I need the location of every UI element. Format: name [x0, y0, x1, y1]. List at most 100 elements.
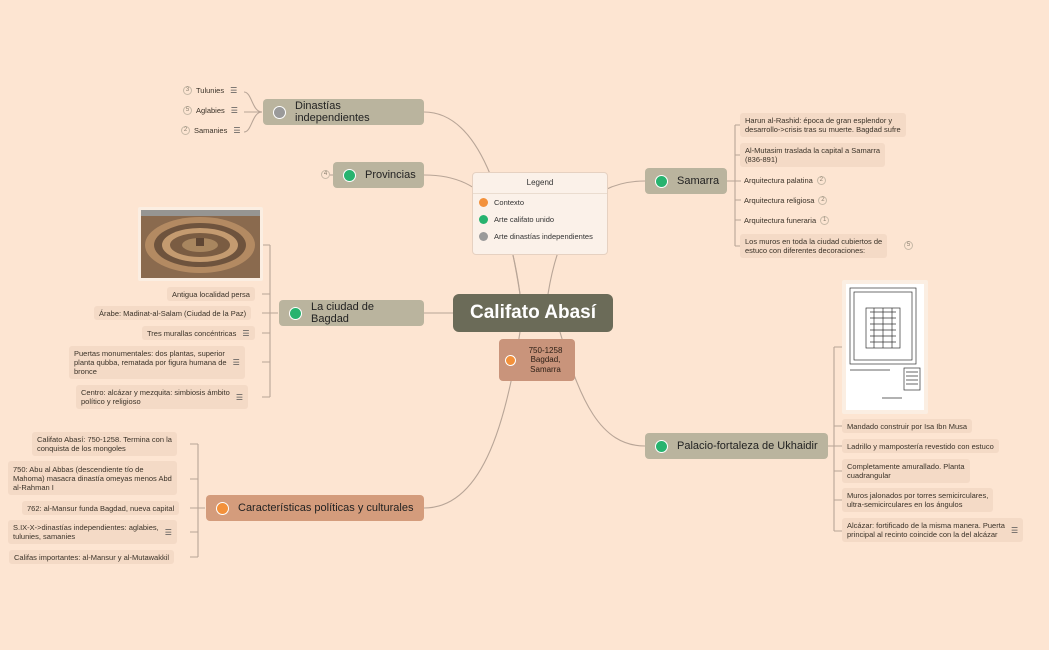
notes-icon[interactable]: ☰ [164, 527, 172, 537]
leaf-dinastias-independientes[interactable]: S.IX-X->dinastías independientes: aglabi… [8, 520, 177, 544]
leaf-ladrillo[interactable]: Ladrillo y mampostería revestido con est… [842, 439, 999, 453]
collapsed-count-badge[interactable]: 4 [321, 170, 330, 179]
green-dot-icon [655, 174, 668, 188]
leaf-califato-abasi[interactable]: Califato Abasí: 750-1258. Termina con la… [32, 432, 177, 456]
leaf-al-mansur-funda[interactable]: 762: al-Mansur funda Bagdad, nueva capit… [22, 501, 180, 515]
legend-label: Contexto [494, 198, 525, 207]
notes-icon[interactable]: ☰ [242, 328, 250, 338]
legend-item-contexto: Contexto [473, 194, 607, 211]
green-dot-icon [655, 439, 668, 453]
leaf-muros-estuco[interactable]: Los muros en toda la ciudad cubiertos de… [740, 234, 888, 258]
central-topic[interactable]: Califato Abasí [453, 294, 613, 332]
green-dot-icon [479, 215, 488, 224]
date-place-text: 750-1258 Bagdad, Samarra [528, 346, 563, 374]
leaf-al-mutasim[interactable]: Al-Mutasim traslada la capital a Samarra… [740, 143, 886, 167]
leaf-puertas-monumentales[interactable]: Puertas monumentales: dos plantas, super… [69, 346, 245, 379]
leaf-label: Los muros en toda la ciudad cubiertos de… [745, 237, 883, 255]
leaf-samanies[interactable]: 2 Samanies ☰ [181, 126, 241, 135]
leaf-label: Alcázar: fortificado de la misma manera.… [847, 521, 1005, 539]
leaf-madinat-al-salam[interactable]: Árabe: Madinat-al-Salam (Ciudad de la Pa… [94, 306, 252, 320]
leaf-aglabies[interactable]: 5 Aglabies ☰ [183, 106, 238, 115]
branch-provincias[interactable]: Provincias [333, 162, 424, 188]
leaf-label: Tres murallas concéntricas [147, 328, 237, 338]
leaf-centro-alcazar[interactable]: Centro: alcázar y mezquita: simbiosis ám… [76, 385, 248, 409]
leaf-label: Arquitectura palatina [744, 176, 813, 185]
legend-item-arte-dinastias: Arte dinastías independientes [473, 228, 607, 245]
notes-icon[interactable]: ☰ [230, 86, 238, 95]
collapsed-count-badge[interactable]: 1 [820, 216, 830, 225]
legend-title: Legend [473, 173, 607, 194]
leaf-torres[interactable]: Muros jalonados por torres semicirculare… [842, 488, 994, 512]
context-dot-icon [505, 354, 516, 366]
branch-dinastias[interactable]: Dinastías independientes [263, 99, 424, 125]
notes-icon[interactable]: ☰ [1010, 525, 1019, 535]
branch-label: La ciudad de Bagdad [311, 301, 374, 325]
branch-ukhaidir[interactable]: Palacio-fortaleza de Ukhaidir [645, 433, 828, 459]
collapsed-count-badge[interactable]: 5 [904, 241, 913, 250]
central-title: Califato Abasí [470, 302, 596, 323]
leaf-label: Centro: alcázar y mezquita: simbiosis ám… [81, 388, 230, 406]
collapsed-count-badge[interactable]: 2 [818, 196, 828, 205]
collapsed-count-badge[interactable]: 5 [183, 106, 192, 115]
branch-caracteristicas[interactable]: Características políticas y culturales [206, 495, 424, 521]
leaf-label: Tulunies [196, 86, 225, 95]
leaf-califas-importantes[interactable]: Califas importantes: al-Mansur y al-Muta… [9, 550, 175, 564]
leaf-amurallado[interactable]: Completamente amurallado. Planta cuadran… [842, 459, 970, 483]
round-city-illustration [141, 210, 260, 278]
leaf-label: Califas importantes: al-Mansur y al-Muta… [14, 552, 170, 562]
notes-icon[interactable]: ☰ [232, 358, 240, 367]
leaf-isa-ibn-musa[interactable]: Mandado construir por Isa Ibn Musa [842, 419, 973, 433]
gray-dot-icon [479, 232, 488, 241]
legend-item-arte-califato: Arte califato unido [473, 211, 607, 228]
green-dot-icon [289, 306, 302, 320]
leaf-tres-murallas[interactable]: Tres murallas concéntricas ☰ [142, 326, 255, 340]
legend-panel[interactable]: Legend Contexto Arte califato unido Arte… [472, 172, 608, 255]
branch-samarra[interactable]: Samarra [645, 168, 727, 194]
leaf-label: Antigua localidad persa [172, 289, 250, 299]
branch-label: Samarra [677, 175, 720, 187]
notes-icon[interactable]: ☰ [233, 126, 241, 135]
branch-label: Palacio-fortaleza de Ukhaidir [677, 440, 818, 452]
notes-icon[interactable]: ☰ [235, 392, 243, 402]
round-city-image[interactable] [138, 207, 263, 281]
leaf-label: Harun al-Rashid: época de gran esplendor… [745, 116, 901, 134]
leaf-label: Al-Mutasim traslada la capital a Samarra… [745, 146, 881, 164]
green-dot-icon [343, 168, 356, 182]
leaf-harun-al-rashid[interactable]: Harun al-Rashid: época de gran esplendor… [740, 113, 906, 137]
branch-label: Dinastías independientes [295, 100, 370, 124]
notes-icon[interactable]: ☰ [230, 106, 238, 115]
orange-dot-icon [479, 198, 488, 207]
leaf-label: Samanies [194, 126, 228, 135]
leaf-label: Arquitectura funeraria [744, 216, 817, 225]
leaf-alcazar-fortificado[interactable]: Alcázar: fortificado de la misma manera.… [842, 518, 1024, 542]
leaf-tulunies[interactable]: 3 Tulunies ☰ [183, 86, 237, 95]
leaf-label: Califato Abasí: 750-1258. Termina con la… [37, 435, 172, 453]
leaf-label: Ladrillo y mampostería revestido con est… [847, 441, 994, 451]
collapsed-count-badge[interactable]: 2 [181, 126, 190, 135]
date-place-topic[interactable]: 750-1258 Bagdad, Samarra [499, 339, 575, 381]
leaf-label: 762: al-Mansur funda Bagdad, nueva capit… [27, 503, 175, 513]
leaf-label: Árabe: Madinat-al-Salam (Ciudad de la Pa… [99, 308, 247, 318]
leaf-antigua-localidad[interactable]: Antigua localidad persa [167, 287, 255, 301]
collapsed-count-badge[interactable]: 3 [183, 86, 192, 95]
leaf-abu-al-abbas[interactable]: 750: Abu al Abbas (descendiente tío de M… [8, 461, 177, 495]
leaf-label: Mandado construir por Isa Ibn Musa [847, 421, 968, 431]
orange-dot-icon [216, 501, 229, 515]
legend-label: Arte dinastías independientes [494, 232, 593, 241]
palace-plan-image[interactable] [842, 280, 928, 414]
collapsed-count-badge[interactable]: 2 [816, 176, 826, 185]
leaf-label: Arquitectura religiosa [744, 196, 815, 205]
leaf-label: Completamente amurallado. Planta cuadran… [847, 462, 965, 480]
palace-plan-drawing [846, 284, 924, 410]
leaf-label: 750: Abu al Abbas (descendiente tío de M… [13, 464, 172, 492]
leaf-label: Aglabies [196, 106, 225, 115]
branch-bagdad[interactable]: La ciudad de Bagdad [279, 300, 424, 326]
branch-label: Características políticas y culturales [238, 502, 414, 514]
branch-label: Provincias [365, 169, 416, 181]
legend-label: Arte califato unido [494, 215, 555, 224]
leaf-label: S.IX-X->dinastías independientes: aglabi… [13, 523, 159, 541]
